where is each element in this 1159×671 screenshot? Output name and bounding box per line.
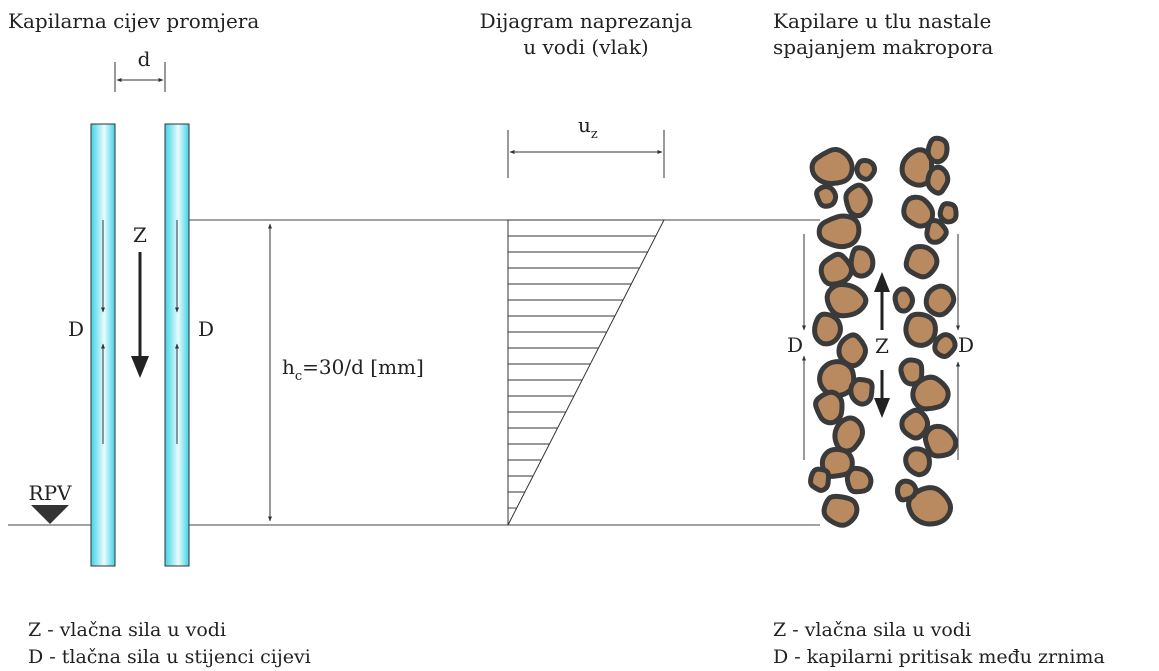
- soil-grain: [812, 311, 843, 347]
- uz-label: uz: [578, 113, 598, 142]
- soil-grain: [937, 201, 959, 225]
- water-table-marker-icon: [31, 505, 69, 524]
- soil-grain: [814, 183, 839, 209]
- soil-grain: [844, 465, 874, 495]
- soil-grain: [843, 182, 873, 219]
- z-label-right: Z: [875, 334, 889, 358]
- wall-force-arrows: [101, 220, 179, 444]
- soil-grain: [899, 407, 931, 441]
- soil-grain: [894, 478, 919, 503]
- soil-grain: [924, 218, 949, 245]
- title-left: Kapilarna cijev promjera: [8, 9, 259, 33]
- title-right-line1: Kapilare u tlu nastale: [773, 9, 991, 33]
- soil-grain: [808, 466, 831, 493]
- soil-grain: [892, 286, 915, 314]
- soil-grain: [932, 332, 958, 359]
- diameter-label: d: [138, 47, 151, 71]
- soil-grain: [922, 423, 959, 459]
- soil-grain: [818, 251, 854, 287]
- soil-grain: [821, 493, 860, 528]
- soil-grain: [832, 415, 866, 454]
- title-right-line2: spajanjem makropora: [773, 35, 993, 59]
- rpv-label: RPV: [29, 481, 73, 505]
- d-label-left-outer: D: [68, 317, 84, 341]
- title-middle-line1: Dijagram naprezanja: [480, 9, 693, 33]
- legend-left-line2: D - tlačna sila u stijenci cijevi: [28, 646, 311, 668]
- soil-grain: [925, 135, 950, 165]
- height-label: hc=30/d [mm]: [282, 355, 424, 384]
- diameter-dimension: d: [114, 47, 166, 92]
- soil-grain: [813, 389, 845, 426]
- soil-grain: [809, 147, 855, 186]
- stress-diagram: [507, 219, 665, 526]
- legend-right-line2: D - kapilarni pritisak među zrnima: [773, 646, 1105, 668]
- soil-force-arrows: [802, 234, 960, 460]
- legend-right-line1: Z - vlačna sila u vodi: [773, 619, 971, 641]
- soil-grain: [903, 446, 932, 478]
- title-middle-line2: u vodi (vlak): [523, 35, 648, 59]
- d-label-right-left: D: [787, 333, 803, 357]
- soil-grain: [925, 164, 951, 196]
- tension-arrow-left: [131, 252, 149, 378]
- z-label-left: Z: [133, 223, 147, 247]
- d-label-right-right: D: [958, 333, 974, 357]
- soil-grain: [903, 244, 940, 280]
- soil-grain: [906, 485, 954, 527]
- soil-grain: [923, 283, 957, 318]
- tension-arrows-right: [874, 272, 890, 418]
- legend-left-line1: Z - vlačna sila u vodi: [28, 619, 226, 641]
- d-label-left-inner: D: [198, 317, 214, 341]
- soil-grain: [848, 377, 875, 407]
- soil-grain: [903, 311, 938, 348]
- soil-grain: [836, 332, 868, 369]
- soil-grain: [816, 213, 862, 250]
- soil-grain: [848, 245, 876, 279]
- stress-width-dimension: uz: [507, 113, 665, 178]
- soil-grain: [854, 157, 878, 182]
- soil-grain: [910, 374, 951, 412]
- soil-grain: [824, 281, 869, 319]
- soil-grain-columns: [808, 135, 959, 528]
